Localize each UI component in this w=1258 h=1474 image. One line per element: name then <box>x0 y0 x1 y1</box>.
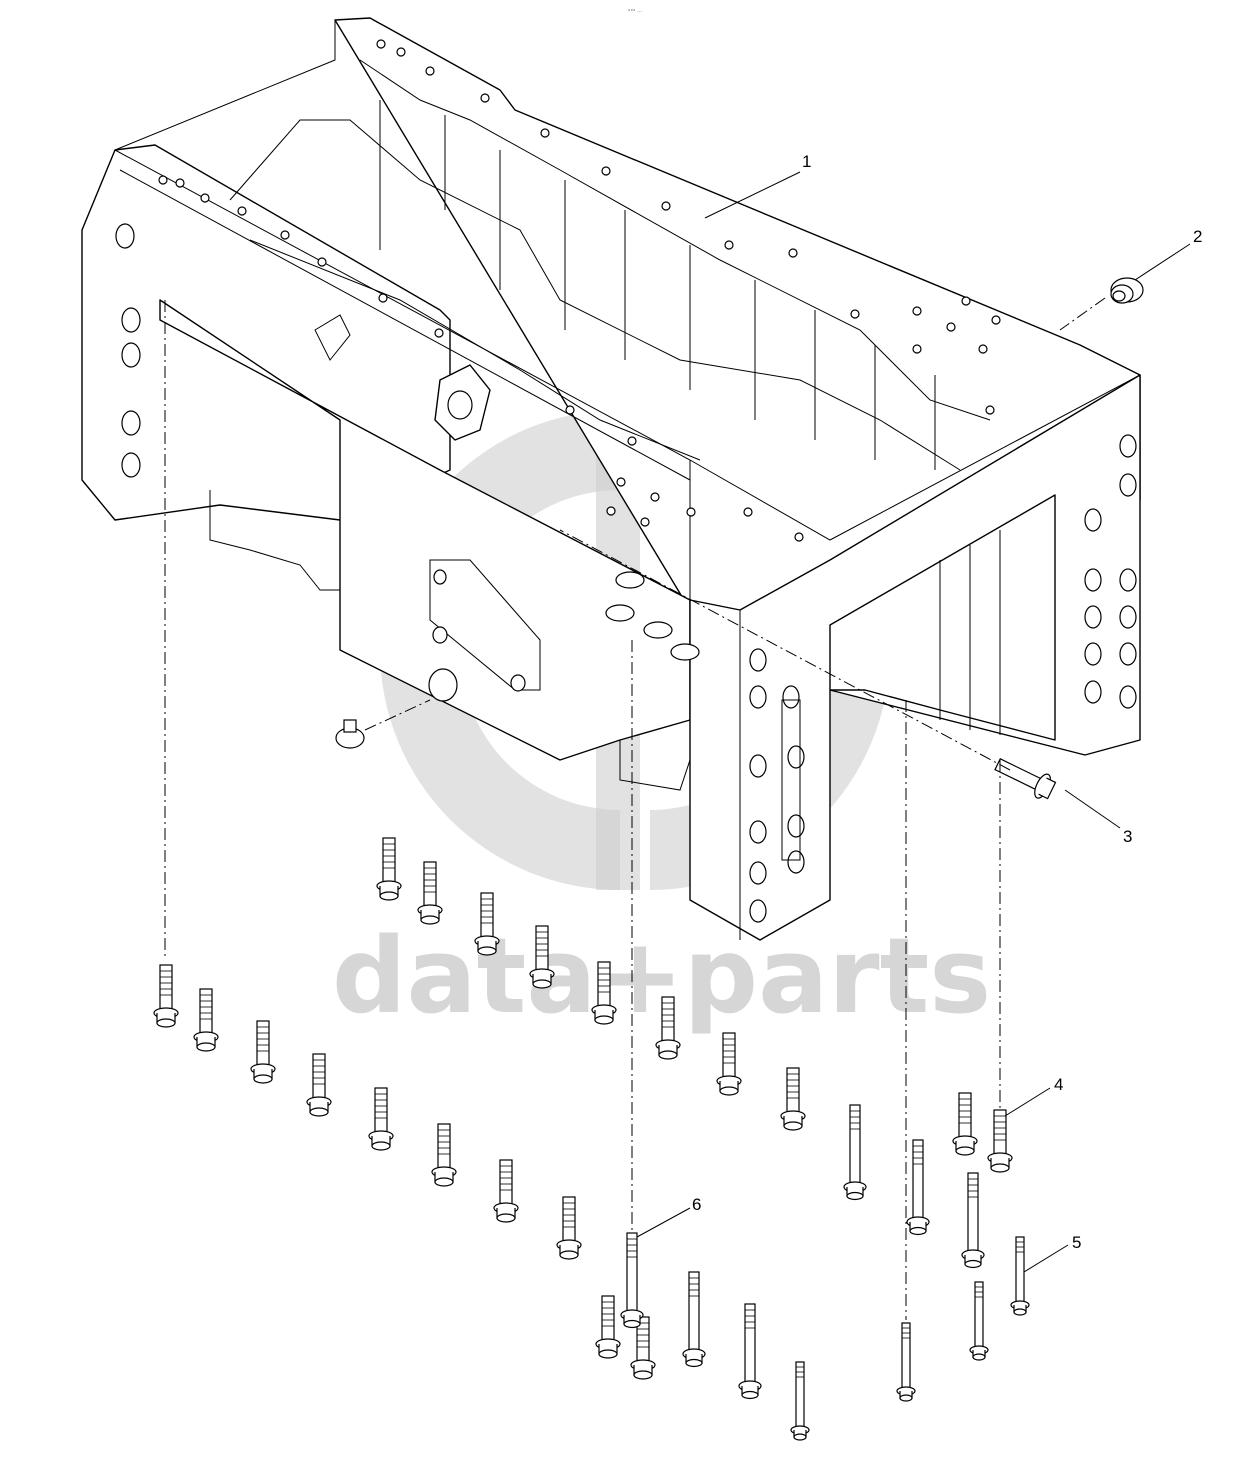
bolt-part-6 <box>620 1232 644 1329</box>
drain-plug <box>335 719 365 749</box>
callout-3: 3 <box>1123 827 1132 846</box>
stud-bolt-set <box>790 1281 989 1441</box>
bolt-part-3 <box>994 758 1057 800</box>
bolt-part-4 <box>987 1109 1013 1173</box>
callout-5: 5 <box>1072 1233 1081 1252</box>
callout-4: 4 <box>1054 1075 1063 1094</box>
assembly-guide-lines <box>164 297 1106 1320</box>
stud-part-5 <box>1010 1236 1030 1316</box>
callout-6: 6 <box>692 1195 701 1214</box>
callout-leaders <box>636 171 1191 1273</box>
callout-1: 1 <box>802 152 811 171</box>
long-bolt-set <box>682 1104 985 1400</box>
callout-2: 2 <box>1193 227 1202 246</box>
plug-part-2 <box>1110 277 1144 304</box>
tiny-mark-text: °°° ··· <box>628 9 642 15</box>
transmission-housing <box>81 17 1141 941</box>
